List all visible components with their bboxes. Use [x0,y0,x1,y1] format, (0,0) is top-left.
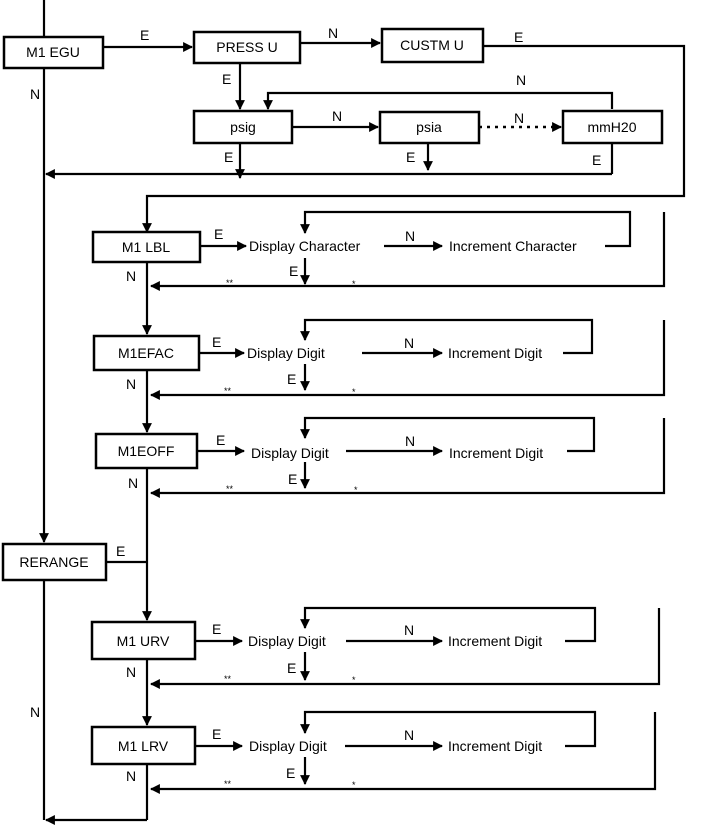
next-label: N [328,25,338,41]
increment-digit-label: Increment Digit [449,445,543,461]
m1-efac-label: M1EFAC [118,345,174,361]
next-label: N [126,376,136,392]
enter-label: E [592,152,601,168]
enter-label: E [212,334,221,350]
m1-lbl-label: M1 LBL [122,239,170,255]
double-star-label: ** [224,674,232,684]
next-label: N [126,268,136,284]
enter-label: E [289,263,298,279]
m1-lbl-box: M1 LBL [91,230,202,264]
custm-u-label: CUSTM U [400,37,464,53]
m1-lrv-box: M1 LRV [90,725,197,766]
enter-label: E [216,432,225,448]
m1-urv-box: M1 URV [90,620,197,661]
enter-label: E [212,621,221,637]
double-star-label: ** [226,278,234,288]
next-label: N [30,704,40,720]
enter-label: E [287,371,296,387]
mmh20-box: mmH20 [561,109,664,145]
single-star-label: * [352,780,356,790]
next-label: N [126,664,136,680]
single-star-label: * [352,387,356,397]
enter-label: E [140,27,149,43]
enter-label: E [222,71,231,87]
m1-egu-box: M1 EGU [2,35,105,70]
single-star-label: * [354,485,358,495]
display-digit-label: Display Digit [248,633,326,649]
psig-label: psig [230,119,256,135]
psig-box: psig [192,109,294,145]
custm-u-box: CUSTM U [380,27,485,64]
display-digit-label: Display Digit [249,738,327,754]
display-digit-label: Display Digit [251,445,329,461]
m1-eoff-label: M1EOFF [118,443,175,459]
next-label: N [405,228,415,244]
psia-label: psia [416,119,442,135]
m1-eoff-box: M1EOFF [94,432,199,470]
enter-label: E [116,543,125,559]
single-star-label: * [352,675,356,685]
press-u-label: PRESS U [216,39,277,55]
enter-label: E [212,726,221,742]
mmh20-label: mmH20 [587,119,636,135]
rerange-box: RERANGE [1,542,108,582]
next-label: N [516,72,526,88]
step-labels: Display Character Increment Character Di… [247,238,577,754]
next-label: N [404,727,414,743]
connector-lines [39,0,686,825]
enter-label: E [214,226,223,242]
press-u-box: PRESS U [192,30,302,65]
rerange-label: RERANGE [19,554,88,570]
transition-labels: E N E E N N N N E E E E N E N ** * E N E… [30,25,601,790]
next-label: N [405,433,415,449]
display-character-label: Display Character [249,238,361,254]
next-label: N [128,475,138,491]
increment-character-label: Increment Character [449,238,577,254]
enter-label: E [406,149,415,165]
increment-digit-label: Increment Digit [448,738,542,754]
next-label: N [404,335,414,351]
single-star-label: * [352,279,356,289]
double-star-label: ** [224,386,232,396]
enter-label: E [288,471,297,487]
m1-efac-box: M1EFAC [92,334,201,372]
increment-digit-label: Increment Digit [448,633,542,649]
enter-label: E [514,29,523,45]
next-label: N [514,110,524,126]
m1-egu-label: M1 EGU [26,44,80,60]
m1-lrv-label: M1 LRV [118,738,169,754]
increment-digit-label: Increment Digit [448,345,542,361]
enter-label: E [286,765,295,781]
next-label: N [404,622,414,638]
enter-label: E [224,149,233,165]
next-label: N [30,86,40,102]
double-star-label: ** [226,484,234,494]
m1-urv-label: M1 URV [117,633,170,649]
next-label: N [126,768,136,784]
display-digit-label: Display Digit [247,345,325,361]
psia-box: psia [378,110,481,145]
enter-label: E [287,660,296,676]
double-star-label: ** [224,779,232,789]
next-label: N [332,108,342,124]
